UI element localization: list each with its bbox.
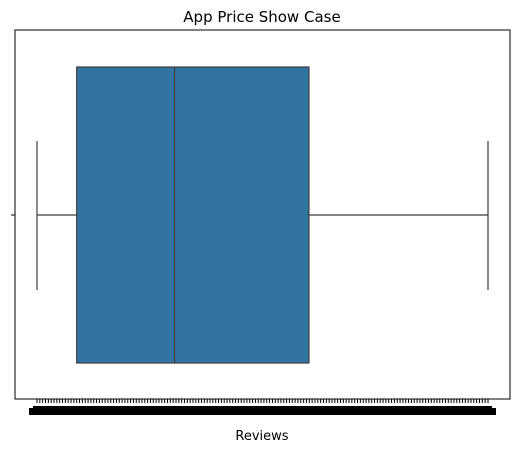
x-tick-label-overlap-left [29, 408, 35, 415]
x-tick-label-overlap [33, 406, 492, 415]
x-axis-label: Reviews [235, 429, 288, 444]
x-tick-label-overlap-right [490, 408, 496, 415]
x-tick-label-band [29, 399, 496, 415]
chart-title: App Price Show Case [183, 8, 340, 26]
box-layer [36, 66, 489, 364]
interquartile-box [76, 66, 310, 364]
